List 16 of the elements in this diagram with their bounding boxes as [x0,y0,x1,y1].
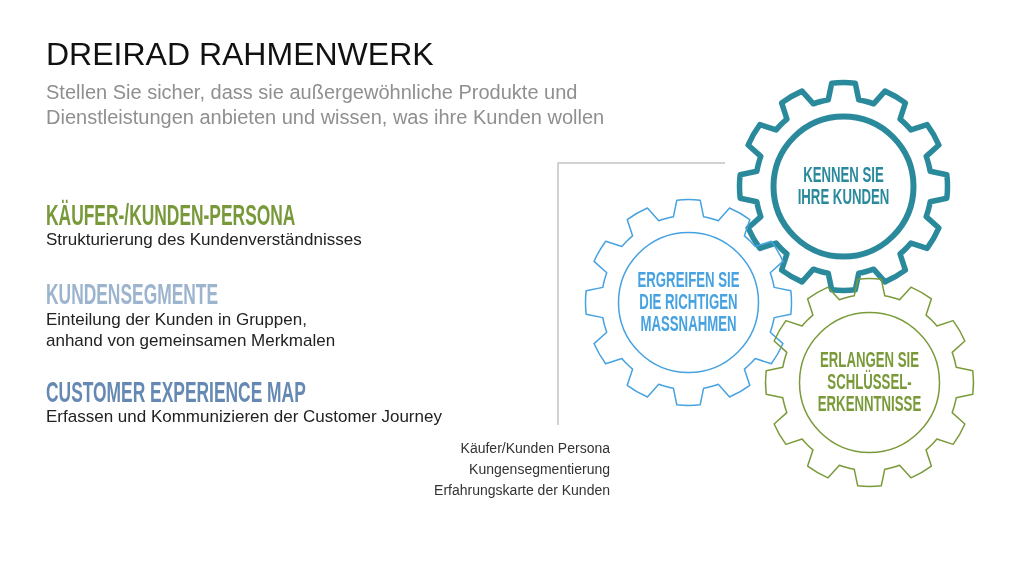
gear [763,276,975,488]
section-heading: CUSTOMER EXPERIENCE MAP [46,377,306,407]
gear-label: ERGREIFEN SIE DIE RICHTIGEN MASSNAHMEN [636,269,740,335]
section-heading: KUNDENSEGMENTE [46,279,219,309]
note-text: Kungensegmentierung [469,460,610,479]
note-text: Käufer/Kunden Persona [460,439,610,458]
gear-label: KENNEN SIE IHRE KUNDEN [796,164,890,208]
gear [583,197,793,407]
description-text: Erfassen und Kommunizieren der Customer Journey [46,406,443,427]
note-text: Erfahrungskarte der Kunden [434,481,610,500]
description-text: Strukturierung des Kundenverständnisses [46,229,363,250]
subtitle: Stellen Sie sicher, dass sie außergewöhnliche Produkte und Dienstleistungen anbieten und wissen, was ihre Kunden wollen [46,80,606,130]
section-heading: KÄUFER-/KUNDEN-PERSONA [46,200,296,230]
description-text: Einteilung der Kunden in Gruppen, anhand von gemeinsamen Merkmalen [46,309,337,351]
gear-label: ERLANGEN SIE SCHLÜSSEL-ERKENNTNISSE [816,349,922,415]
title: DREIRAD RAHMENWERK [46,36,434,72]
